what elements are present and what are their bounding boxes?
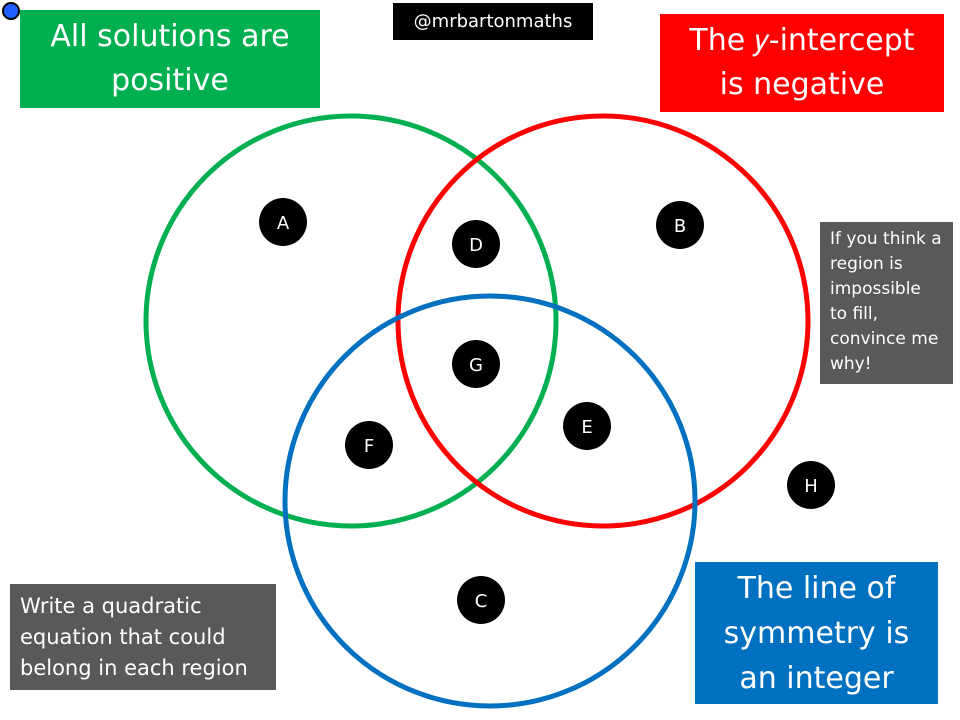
region-a-label: A	[277, 213, 290, 234]
red-set-line-2: is negative	[719, 67, 885, 102]
green-circle	[143, 113, 559, 529]
impossible-region-note: If you think a region is impossible to f…	[820, 222, 953, 384]
region-g-label: G	[469, 355, 483, 376]
blue-set-line-3: an integer	[739, 660, 894, 696]
note-line: If you think a	[830, 229, 942, 249]
region-b-marker: B	[656, 201, 704, 249]
note-line: to fill,	[830, 304, 879, 324]
region-c-marker: C	[457, 576, 505, 624]
blue-set-label: The line of symmetry is an integer	[695, 562, 938, 704]
blue-set-line-1: The line of	[737, 570, 896, 606]
green-set-line-1: All solutions are	[50, 19, 290, 54]
region-c-label: C	[475, 591, 488, 612]
region-f-marker: F	[345, 421, 393, 469]
author-handle-text: @mrbartonmaths	[413, 11, 573, 32]
task-line: Write a quadratic	[20, 594, 202, 618]
corner-handle[interactable]	[2, 2, 20, 20]
region-f-label: F	[364, 436, 374, 457]
note-line: convince me	[830, 329, 939, 349]
task-line: belong in each region	[20, 656, 248, 680]
region-a-marker: A	[259, 198, 307, 246]
region-e-marker: E	[563, 402, 611, 450]
blue-circle	[282, 293, 698, 709]
green-set-label: All solutions are positive	[20, 10, 320, 108]
region-b-label: B	[674, 216, 686, 237]
task-instructions: Write a quadratic equation that could be…	[10, 584, 276, 690]
region-h-label: H	[804, 476, 818, 497]
task-line: equation that could	[20, 625, 226, 649]
region-d-marker: D	[452, 220, 500, 268]
red-circle	[395, 113, 811, 529]
region-g-marker: G	[452, 340, 500, 388]
author-handle: @mrbartonmaths	[393, 3, 593, 40]
region-d-label: D	[469, 235, 483, 256]
green-set-line-2: positive	[111, 63, 229, 98]
red-set-label: The 𝑦-intercept is negative	[660, 14, 944, 112]
region-e-label: E	[581, 417, 592, 438]
red-set-line-1: The 𝑦-intercept	[689, 23, 915, 58]
note-line: impossible	[830, 279, 921, 299]
region-h-marker: H	[787, 461, 835, 509]
blue-set-line-2: symmetry is	[723, 615, 910, 651]
note-line: why!	[830, 354, 872, 374]
note-line: region is	[830, 254, 903, 274]
